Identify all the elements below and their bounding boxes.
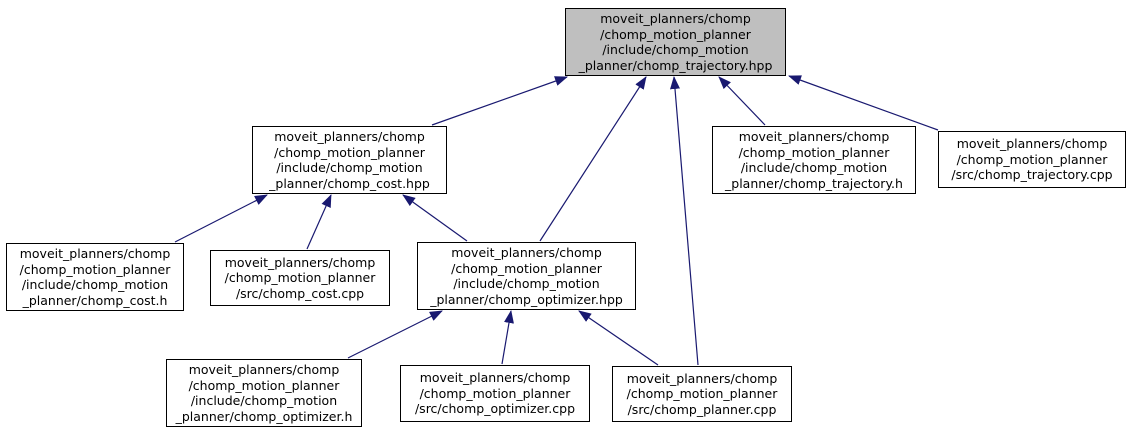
graph-node-label: moveit_planners/chomp /chomp_motion_plan…	[224, 254, 376, 301]
edge-chomp_trajectory_h-to-chomp_trajectory_hpp	[718, 76, 766, 126]
graph-node-label: moveit_planners/chomp /chomp_motion_plan…	[269, 129, 430, 191]
graph-node-chomp_trajectory_hpp[interactable]: moveit_planners/chomp /chomp_motion_plan…	[565, 8, 786, 76]
graph-node-label: moveit_planners/chomp /chomp_motion_plan…	[430, 245, 623, 307]
graph-node-label: moveit_planners/chomp /chomp_motion_plan…	[951, 136, 1113, 183]
graph-node-label: moveit_planners/chomp /chomp_motion_plan…	[626, 370, 778, 417]
graph-node-chomp_optimizer_cpp[interactable]: moveit_planners/chomp /chomp_motion_plan…	[400, 365, 590, 422]
graph-node-label: moveit_planners/chomp /chomp_motion_plan…	[725, 129, 903, 191]
edge-chomp_optimizer_hpp-to-chomp_trajectory_hpp	[539, 76, 647, 242]
graph-node-label: moveit_planners/chomp /chomp_motion_plan…	[578, 11, 773, 73]
edge-chomp_cost_hpp-to-chomp_trajectory_hpp	[431, 76, 568, 126]
graph-node-label: moveit_planners/chomp /chomp_motion_plan…	[175, 362, 353, 424]
edge-chomp_planner_cpp-to-chomp_optimizer_hpp	[578, 310, 659, 366]
edge-chomp_cost_h-to-chomp_cost_hpp	[174, 194, 268, 243]
edge-chomp_optimizer_hpp-to-chomp_cost_hpp	[402, 194, 468, 242]
graph-node-label: moveit_planners/chomp /chomp_motion_plan…	[414, 370, 576, 417]
edge-chomp_optimizer_h-to-chomp_optimizer_hpp	[347, 310, 443, 359]
graph-node-chomp_trajectory_h[interactable]: moveit_planners/chomp /chomp_motion_plan…	[712, 126, 916, 194]
graph-node-chomp_trajectory_cpp[interactable]: moveit_planners/chomp /chomp_motion_plan…	[938, 131, 1126, 188]
edge-chomp_optimizer_cpp-to-chomp_optimizer_hpp	[501, 310, 514, 365]
graph-node-chomp_cost_h[interactable]: moveit_planners/chomp /chomp_motion_plan…	[6, 243, 184, 311]
edge-chomp_trajectory_cpp-to-chomp_trajectory_hpp	[788, 75, 939, 131]
graph-node-chomp_optimizer_hpp[interactable]: moveit_planners/chomp /chomp_motion_plan…	[417, 242, 636, 310]
graph-node-chomp_optimizer_h[interactable]: moveit_planners/chomp /chomp_motion_plan…	[166, 359, 362, 427]
graph-node-chomp_cost_cpp[interactable]: moveit_planners/chomp /chomp_motion_plan…	[210, 250, 390, 306]
edge-chomp_planner_cpp-to-chomp_trajectory_hpp	[670, 76, 699, 366]
graph-node-chomp_cost_hpp[interactable]: moveit_planners/chomp /chomp_motion_plan…	[252, 126, 447, 194]
graph-node-label: moveit_planners/chomp /chomp_motion_plan…	[19, 246, 171, 308]
graph-node-chomp_planner_cpp[interactable]: moveit_planners/chomp /chomp_motion_plan…	[612, 366, 792, 422]
edge-chomp_cost_cpp-to-chomp_cost_hpp	[306, 194, 332, 250]
